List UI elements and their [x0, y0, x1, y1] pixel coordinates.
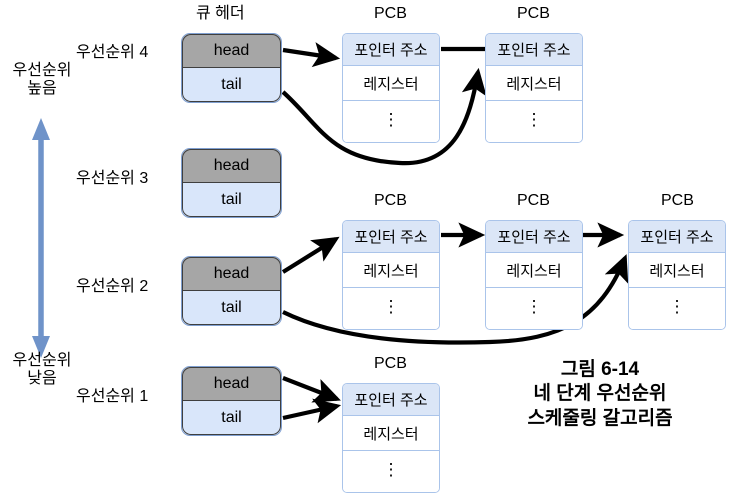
axis-high-line2: 높음 [27, 80, 57, 98]
pcb-register-cell: 레지스터 [343, 416, 439, 451]
queue-head-cell-4[interactable]: head [182, 34, 281, 68]
pcb-pointer-cell: 포인터 주소 [343, 384, 439, 416]
queue-header-title: 큐 헤더 [196, 5, 245, 22]
pcb-pointer-cell: 포인터 주소 [343, 221, 439, 253]
pcb-pointer-cell: 포인터 주소 [486, 221, 582, 253]
pcb-box-r3c1[interactable]: 포인터 주소 레지스터 ⋮ [342, 220, 440, 330]
pcb-register-cell: 레지스터 [486, 66, 582, 101]
queue-tail-cell-3[interactable]: tail [182, 183, 281, 217]
axis-low-label: 우선순위 낮음 [2, 352, 82, 389]
pcb-title-r1c2: PCB [517, 5, 550, 22]
pcb-register-cell: 레지스터 [486, 253, 582, 288]
queue-head-cell-2[interactable]: head [182, 257, 281, 291]
pcb-pointer-cell: 포인터 주소 [343, 34, 439, 66]
pcb-ellipsis-cell: ⋮ [486, 288, 582, 329]
double-headed-vertical-arrow-icon [32, 118, 50, 358]
pcb-title-r3c3: PCB [661, 192, 694, 209]
axis-high-label: 우선순위 높음 [2, 62, 82, 99]
pcb-ellipsis-cell: ⋮ [343, 288, 439, 329]
pcb-ellipsis-cell: ⋮ [629, 288, 725, 329]
pcb-title-r1c1: PCB [374, 5, 407, 22]
pcb-title-r3c2: PCB [517, 192, 550, 209]
axis-low-line1: 우선순위 [12, 352, 72, 369]
queue-box-priority-4[interactable]: head tail [181, 33, 282, 103]
queue-box-priority-3[interactable]: head tail [181, 148, 282, 218]
queue-head-cell-3[interactable]: head [182, 149, 281, 183]
axis-high-line1: 우선순위 [12, 62, 72, 79]
caption-line-1: 그림 6-14 [560, 359, 640, 380]
vertical-ellipsis-icon: ⋮ [382, 109, 400, 129]
priority-label-4: 우선순위 4 [76, 44, 149, 61]
pcb-register-cell: 레지스터 [343, 66, 439, 101]
figure-caption: 그림 6-14 네 단계 우선순위 스케줄링 갈고리즘 [470, 358, 730, 431]
caption-line-2: 네 단계 우선순위 [533, 383, 667, 405]
pcb-pointer-cell: 포인터 주소 [486, 34, 582, 66]
pcb-box-r1c1[interactable]: 포인터 주소 레지스터 ⋮ [342, 33, 440, 143]
pcb-ellipsis-cell: ⋮ [486, 101, 582, 142]
pcb-register-cell: 레지스터 [343, 253, 439, 288]
queue-tail-cell-2[interactable]: tail [182, 291, 281, 325]
pcb-ellipsis-cell: ⋮ [343, 451, 439, 492]
pcb-ellipsis-cell: ⋮ [343, 101, 439, 142]
vertical-ellipsis-icon: ⋮ [382, 459, 400, 479]
queue-box-priority-2[interactable]: head tail [181, 256, 282, 326]
vertical-ellipsis-icon: ⋮ [668, 296, 686, 316]
priority-label-3: 우선순위 3 [76, 170, 149, 187]
queue-tail-cell-4[interactable]: tail [182, 68, 281, 102]
pcb-pointer-cell: 포인터 주소 [629, 221, 725, 253]
arrow-p1-tail-to-pcb6 [282, 398, 342, 424]
vertical-ellipsis-icon: ⋮ [525, 296, 543, 316]
vertical-ellipsis-icon: ⋮ [382, 296, 400, 316]
caption-line-3: 스케줄링 갈고리즘 [527, 407, 673, 429]
priority-label-2: 우선순위 2 [76, 278, 149, 295]
pcb-box-r3c2[interactable]: 포인터 주소 레지스터 ⋮ [485, 220, 583, 330]
queue-box-priority-1[interactable]: head tail [181, 366, 282, 436]
arrow-p2-head-to-pcb3 [281, 236, 340, 274]
axis-low-line2: 낮음 [27, 370, 57, 388]
priority-label-1: 우선순위 1 [76, 388, 149, 405]
vertical-ellipsis-icon: ⋮ [525, 109, 543, 129]
pcb-box-r3c3[interactable]: 포인터 주소 레지스터 ⋮ [628, 220, 726, 330]
queue-tail-cell-1[interactable]: tail [182, 401, 281, 435]
pcb-box-r1c2[interactable]: 포인터 주소 레지스터 ⋮ [485, 33, 583, 143]
arrow-p4-head-to-pcb1 [282, 42, 341, 68]
pcb-title-r4c1: PCB [374, 355, 407, 372]
pcb-register-cell: 레지스터 [629, 253, 725, 288]
queue-head-cell-1[interactable]: head [182, 367, 281, 401]
arrow-p1-head-to-pcb6 [282, 376, 341, 403]
pcb-box-r4c1[interactable]: 포인터 주소 레지스터 ⋮ [342, 383, 440, 493]
pcb-title-r3c1: PCB [374, 192, 407, 209]
